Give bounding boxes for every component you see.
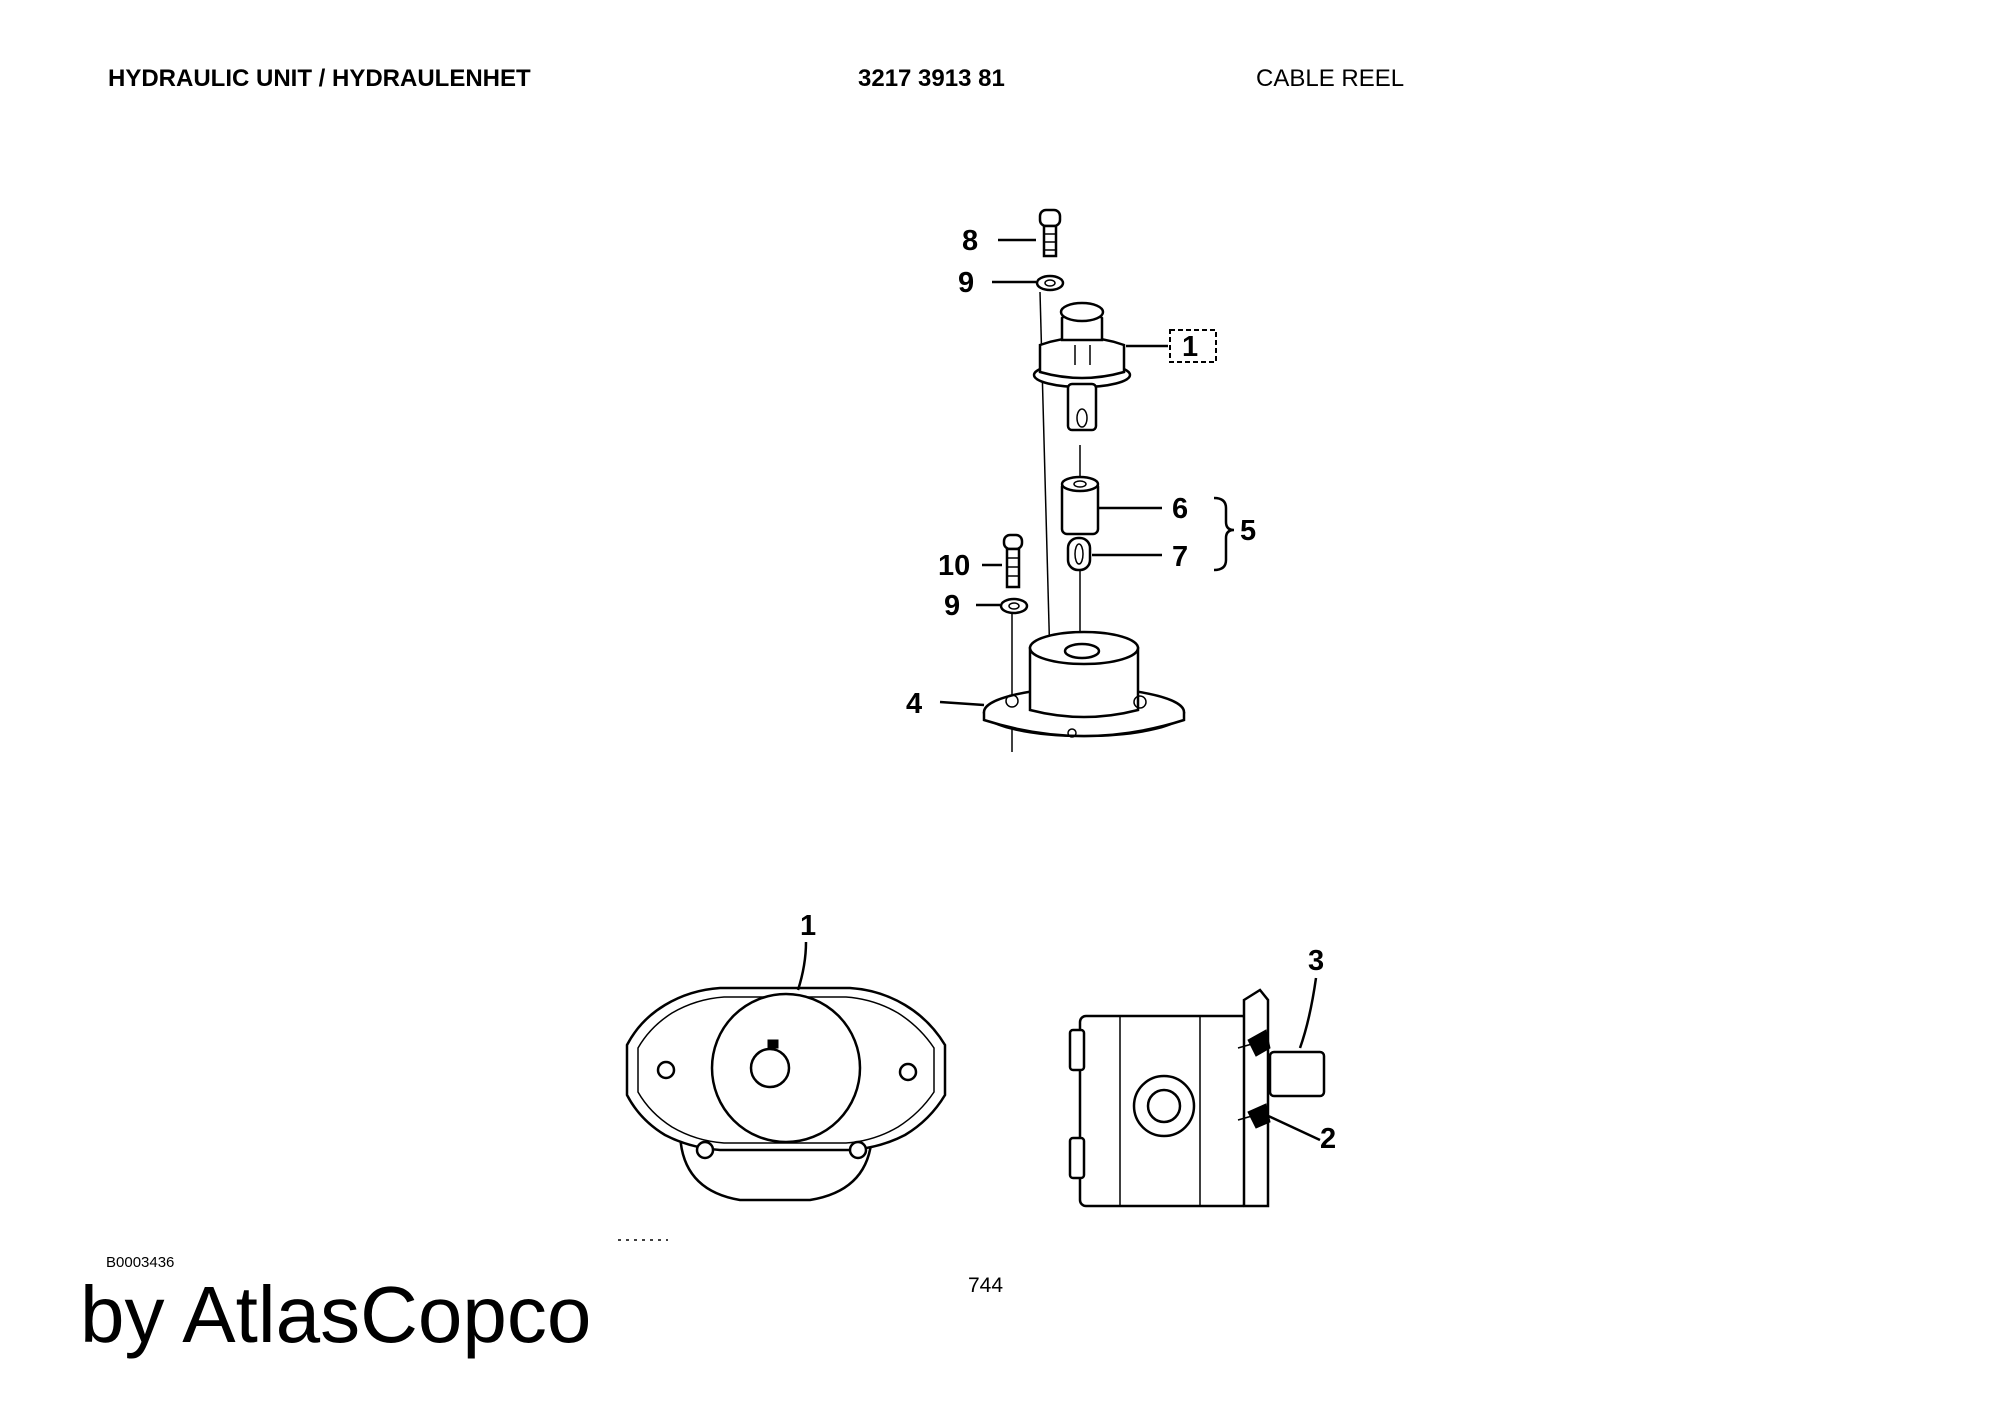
callout-9-top: 9 bbox=[958, 267, 974, 299]
drawing-code: B0003436 bbox=[106, 1254, 175, 1271]
hydraulic-motor-part bbox=[1032, 301, 1132, 432]
flange-4-part bbox=[982, 630, 1186, 738]
pump-callout-2: 2 bbox=[1320, 1123, 1336, 1155]
callout-10: 10 bbox=[938, 550, 970, 582]
callout-4: 4 bbox=[906, 688, 922, 720]
callout-6: 6 bbox=[1172, 493, 1188, 525]
callout-7: 7 bbox=[1172, 541, 1188, 573]
pump-front-view: 1 bbox=[618, 910, 947, 1241]
page-number: 744 bbox=[968, 1274, 1004, 1297]
screw-8-part bbox=[1038, 208, 1062, 258]
document-title: HYDRAULIC UNIT / HYDRAULENHET bbox=[108, 65, 531, 92]
coupling-6-part bbox=[1060, 475, 1100, 536]
exploded-view: 8 9 1 6 7 5 10 9 4 bbox=[906, 208, 1256, 752]
washer-9-lower-part bbox=[999, 597, 1029, 615]
callout-1-boxed: 1 bbox=[1182, 331, 1198, 363]
key-7-part bbox=[1066, 536, 1092, 572]
part-number: 3217 3913 81 bbox=[858, 65, 1005, 92]
pump-callout-1: 1 bbox=[800, 910, 816, 942]
pump-callout-3: 3 bbox=[1308, 945, 1324, 977]
section-name: CABLE REEL bbox=[1256, 65, 1405, 92]
washer-9-top-part bbox=[1035, 274, 1065, 292]
callout-9-lower: 9 bbox=[944, 590, 960, 622]
callout-5: 5 bbox=[1240, 515, 1256, 547]
brand-watermark: by AtlasCopco bbox=[80, 1270, 592, 1359]
screw-10-part bbox=[1002, 533, 1024, 589]
callout-8: 8 bbox=[962, 225, 978, 257]
pump-side-view: 3 2 bbox=[1068, 945, 1336, 1208]
